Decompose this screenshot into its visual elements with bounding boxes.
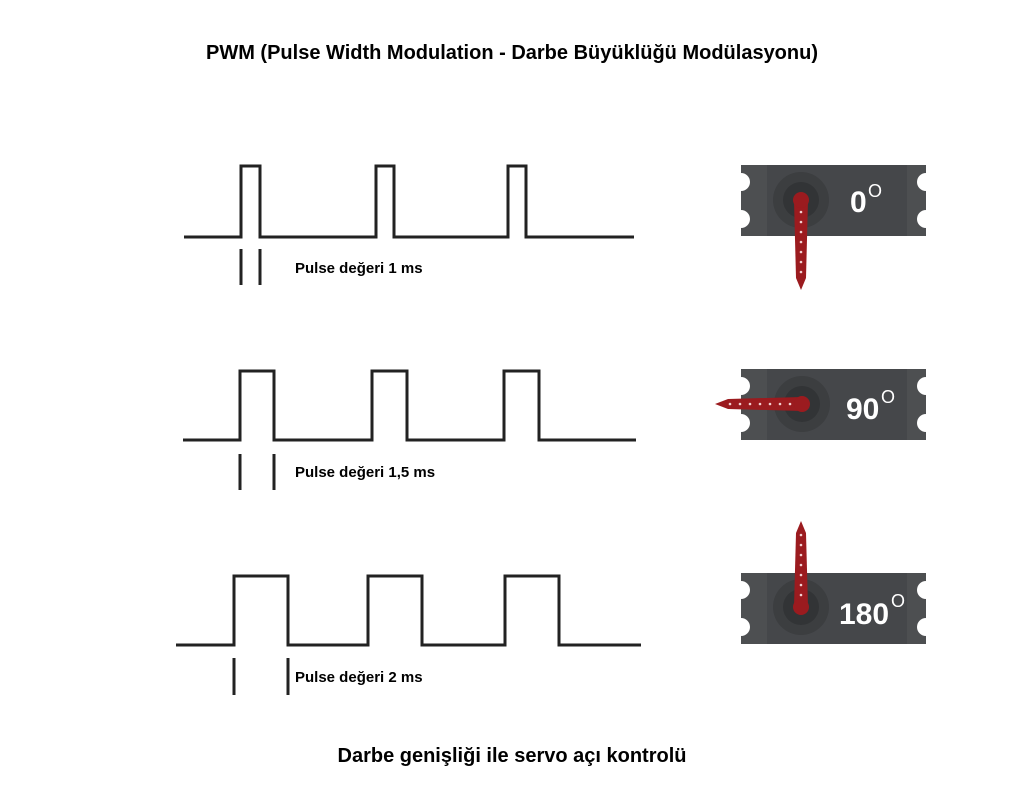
servo-angle-label-2: 90: [846, 393, 879, 426]
pwm-waveform-3: [176, 574, 641, 647]
pwm-row-2: Pulse değeri 1,5 ms 90 O: [183, 369, 926, 490]
pwm-waveform-1: [184, 164, 634, 239]
servo-angle-unit-1: O: [868, 181, 882, 201]
pulse-label-3: Pulse değeri 2 ms: [295, 669, 423, 686]
pwm-waveform-2: [183, 369, 636, 442]
pulse-label-2: Pulse değeri 1,5 ms: [295, 464, 435, 481]
pulse-label-1: Pulse değeri 1 ms: [295, 260, 423, 277]
servo-horn-left-icon: [715, 396, 810, 412]
servo-horn-down-icon: [793, 192, 809, 290]
page-title: PWM (Pulse Width Modulation - Darbe Büyü…: [205, 42, 818, 64]
servo-horn-up-icon: [793, 521, 809, 615]
servo-3: 180 O: [741, 521, 926, 644]
servo-1: 0 O: [741, 165, 926, 290]
servo-angle-unit-2: O: [881, 387, 895, 407]
servo-angle-label-3: 180: [839, 598, 889, 631]
servo-2: 90 O: [715, 369, 926, 440]
servo-angle-label-1: 0: [850, 186, 867, 219]
pwm-row-1: Pulse değeri 1 ms 0 O: [184, 164, 926, 290]
servo-angle-unit-3: O: [891, 591, 905, 611]
pwm-row-3: Pulse değeri 2 ms 180 O: [176, 521, 926, 695]
diagram-caption: Darbe genişliği ile servo açı kontrolü: [337, 745, 687, 767]
